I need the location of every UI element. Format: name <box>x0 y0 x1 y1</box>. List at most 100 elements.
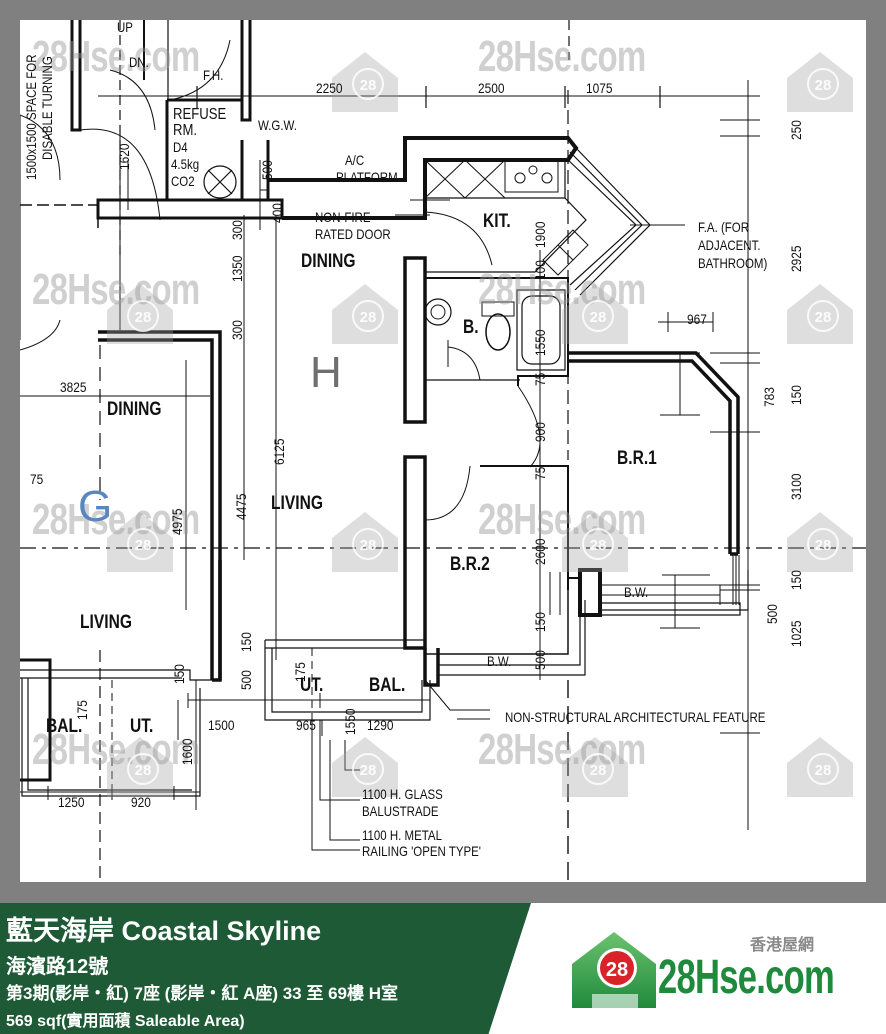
watermark: 28Hse.com <box>32 265 200 314</box>
watermark-house-icon: 28 <box>107 284 173 344</box>
dim-1350: 1350 <box>229 255 245 282</box>
dim-1620: 1620 <box>116 143 132 170</box>
watermark: 28Hse.com <box>478 32 646 81</box>
estate-title: 藍天海岸 Coastal Skyline <box>6 916 322 946</box>
svg-text:28: 28 <box>135 762 152 779</box>
dim-top-1: 2250 <box>316 80 343 96</box>
dim-right-150: 150 <box>788 385 804 405</box>
note-non-fire-door-1: NON-FIRE <box>315 209 371 225</box>
watermark-house-icon: 28 <box>787 737 853 797</box>
room-label-living-h: LIVING <box>271 493 323 514</box>
watermark-house-icon: 28 <box>787 512 853 572</box>
dim-300b: 300 <box>229 320 245 340</box>
svg-text:28: 28 <box>360 309 377 326</box>
dim-2600: 2600 <box>532 538 548 565</box>
dim-920: 920 <box>131 794 151 810</box>
extinguisher-weight: 4.5kg <box>171 156 200 172</box>
dim-1900: 1900 <box>532 221 548 248</box>
dim-right-783: 783 <box>761 387 777 407</box>
watermark: 28Hse.com <box>478 495 646 544</box>
dim-1550b: 1550 <box>342 708 358 735</box>
watermark-house-icon: 28 <box>562 737 628 797</box>
note-disable-turning-1: 1500x1500 SPACE FOR <box>23 54 39 180</box>
room-label-bathroom: B. <box>463 317 479 338</box>
note-fa-1: F.A. (FOR <box>698 219 750 235</box>
dim-100: 100 <box>532 260 548 280</box>
unit-detail: 第3期(影岸・紅) 7座 (影岸・紅 A座) 33 至 69樓 H室 <box>6 984 398 1003</box>
dim-150b: 150 <box>238 632 254 652</box>
dim-900: 900 <box>532 422 548 442</box>
note-metal-railing-1: 1100 H. METAL <box>362 827 442 843</box>
estate-address: 海濱路12號 <box>6 956 109 978</box>
note-non-fire-door-2: RATED DOOR <box>315 226 391 242</box>
room-label-br2: B.R.2 <box>450 554 490 575</box>
ac-platform-label-1: A/C <box>345 152 365 168</box>
unit-marker-g: G <box>78 482 113 531</box>
note-fa-3: BATHROOM) <box>698 255 768 271</box>
svg-text:28: 28 <box>815 309 832 326</box>
watermark: 28Hse.com <box>32 32 200 81</box>
room-label-balcony-g: BAL. <box>46 716 83 737</box>
stair-up-label: UP <box>117 20 133 35</box>
listing-banner: 藍天海岸 Coastal Skyline 海濱路12號 第3期(影岸・紅) 7座… <box>0 903 886 1034</box>
watermark-house-icon: 28 <box>562 512 628 572</box>
dim-965: 965 <box>296 717 316 733</box>
watermark-house-icon: 28 <box>332 512 398 572</box>
svg-text:28: 28 <box>590 762 607 779</box>
watermark: 28Hse.com <box>32 495 200 544</box>
dim-175b: 175 <box>74 700 90 720</box>
watermark: 28Hse.com <box>478 265 646 314</box>
room-label-br1: B.R.1 <box>617 448 657 469</box>
dim-4475: 4475 <box>233 493 249 520</box>
room-label-utility-h: UT. <box>300 675 324 696</box>
svg-text:28: 28 <box>135 309 152 326</box>
svg-text:28: 28 <box>135 537 152 554</box>
dim-967: 967 <box>687 311 707 327</box>
wgw-label: W.G.W. <box>258 117 297 133</box>
watermark-house-icon: 28 <box>787 284 853 344</box>
brand-name[interactable]: 28Hse.com <box>658 951 835 1004</box>
svg-text:28: 28 <box>815 762 832 779</box>
listing-info-panel: 藍天海岸 Coastal Skyline 海濱路12號 第3期(影岸・紅) 7座… <box>0 903 531 1034</box>
room-label-dining-g: DINING <box>107 399 162 420</box>
dim-1550: 1550 <box>532 329 548 356</box>
watermark-house-icon: 28 <box>332 284 398 344</box>
dim-6125: 6125 <box>271 438 287 465</box>
watermark-house-icon: 28 <box>787 52 853 112</box>
dim-150c: 150 <box>171 664 187 684</box>
saleable-area: 569 sqf(實用面積 Saleable Area) <box>6 1013 245 1030</box>
brand-subtitle: 香港屋網 <box>750 937 815 954</box>
fire-hydrant-label: F.H. <box>203 67 224 83</box>
note-glass-balustrade-1: 1100 H. GLASS <box>362 786 443 802</box>
floor-plan: 28Hse.com 28Hse.com 28Hse.com 28Hse.com … <box>20 20 866 882</box>
dim-500c: 500 <box>238 670 254 690</box>
svg-text:28: 28 <box>360 762 377 779</box>
dim-right-150b: 150 <box>788 570 804 590</box>
dim-500b: 500 <box>259 160 275 180</box>
watermark-house-icon: 28 <box>562 284 628 344</box>
dim-4975: 4975 <box>169 508 185 535</box>
svg-text:28: 28 <box>360 77 377 94</box>
note-metal-railing-2: RAILING 'OPEN TYPE' <box>362 843 482 859</box>
room-label-refuse-rm: RM. <box>173 122 198 139</box>
dim-top-2: 2500 <box>478 80 505 96</box>
svg-text:28: 28 <box>360 537 377 554</box>
stair-down-label: DN. <box>129 54 149 70</box>
svg-text:28: 28 <box>590 309 607 326</box>
dim-3825: 3825 <box>60 379 87 395</box>
watermark: 28Hse.com <box>478 725 646 774</box>
room-label-refuse: REFUSE <box>173 106 227 123</box>
dim-1290: 1290 <box>367 717 394 733</box>
watermark-house-icon: 28 <box>107 737 173 797</box>
svg-text:28: 28 <box>590 537 607 554</box>
dim-1250: 1250 <box>58 794 85 810</box>
room-label-kitchen: KIT. <box>483 211 511 232</box>
dim-right-3100: 3100 <box>788 473 804 500</box>
note-glass-balustrade-2: BALUSTRADE <box>362 803 439 819</box>
bay-window-label-br1: B.W. <box>624 584 649 600</box>
fire-extinguisher-tag: D4 <box>173 139 188 155</box>
dim-75b: 75 <box>532 466 548 480</box>
unit-marker-h: H <box>310 348 342 397</box>
svg-text:28: 28 <box>815 77 832 94</box>
watermark-house-icon: 28 <box>332 737 398 797</box>
